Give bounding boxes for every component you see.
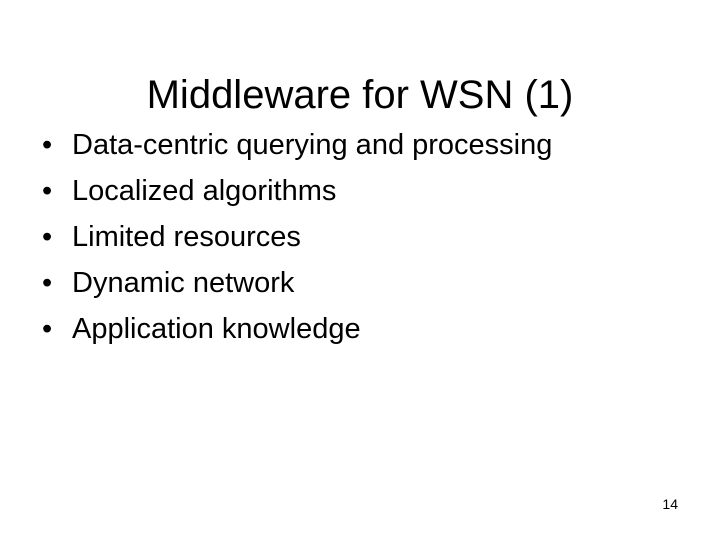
bullet-point-icon: • <box>42 313 53 345</box>
list-item: • Data-centric querying and processing <box>38 130 678 161</box>
bullet-point-icon: • <box>42 221 53 253</box>
list-item: • Limited resources <box>38 222 678 253</box>
bullet-point-icon: • <box>42 129 53 161</box>
list-item-label: Localized algorithms <box>72 175 337 207</box>
list-item: • Dynamic network <box>38 268 678 299</box>
list-item: • Application knowledge <box>38 314 678 345</box>
bullet-point-icon: • <box>42 267 53 299</box>
page-number: 14 <box>662 496 678 512</box>
bullet-list: • Data-centric querying and processing •… <box>38 130 678 360</box>
list-item-label: Data-centric querying and processing <box>72 129 553 161</box>
list-item-label: Dynamic network <box>72 267 295 299</box>
list-item: • Localized algorithms <box>38 176 678 207</box>
bullet-point-icon: • <box>42 175 53 207</box>
list-item-label: Limited resources <box>72 221 301 253</box>
page-title: Middleware for WSN (1) <box>146 72 574 117</box>
list-item-label: Application knowledge <box>72 313 361 345</box>
